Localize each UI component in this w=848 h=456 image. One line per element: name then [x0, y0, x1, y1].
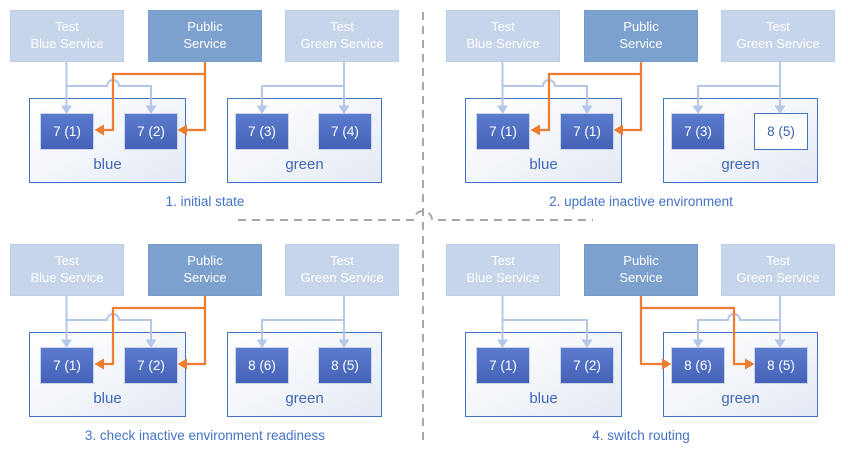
service-label-line1: Test: [55, 19, 79, 35]
test-green-service-box: Test Green Service: [285, 10, 399, 62]
environment-label: green: [285, 156, 324, 173]
test-green-service-box: Test Green Service: [721, 10, 835, 62]
service-label-line2: Service: [183, 36, 227, 51]
pod-box: 8 (6): [235, 347, 289, 384]
environment-label: blue: [93, 390, 122, 407]
environment-label: green: [285, 390, 324, 407]
pod-box: 7 (1): [560, 113, 614, 150]
arrow-line: [186, 296, 207, 366]
pod-box: 7 (3): [671, 113, 725, 150]
test-blue-service-box: Test Blue Service: [446, 244, 560, 296]
pod-box: 7 (1): [40, 347, 94, 384]
pod-box: 8 (5): [318, 347, 372, 384]
service-label-line1: Test: [766, 19, 790, 35]
service-label-line1: Test: [330, 19, 354, 35]
environment-label: blue: [529, 156, 558, 173]
service-label-line2: Blue Service: [466, 270, 540, 285]
pod-box: 7 (3): [235, 113, 289, 150]
service-label-line2: Service: [619, 36, 663, 51]
service-label-line2: Green Service: [736, 36, 820, 51]
service-label-line1: Public: [187, 19, 223, 35]
public-service-box: Public Service: [584, 10, 698, 62]
arrow-line: [186, 62, 207, 132]
quadrant-2: Test Blue Service Public Service Test Gr…: [446, 10, 842, 222]
service-label-line2: Green Service: [300, 270, 384, 285]
step-caption: 3. check inactive environment readiness: [84, 428, 326, 443]
service-label-line1: Test: [55, 253, 79, 269]
environment-label: blue: [93, 156, 122, 173]
service-label-line2: Blue Service: [466, 36, 540, 51]
test-green-service-box: Test Green Service: [721, 244, 835, 296]
service-label-line2: Green Service: [300, 36, 384, 51]
pod-box: 7 (2): [560, 347, 614, 384]
quadrant-3: Test Blue Service Public Service Test Gr…: [10, 244, 406, 456]
service-label-line1: Public: [623, 253, 659, 269]
pod-box: 7 (1): [476, 113, 530, 150]
service-label-line1: Public: [187, 253, 223, 269]
service-label-line2: Green Service: [736, 270, 820, 285]
service-label-line2: Service: [183, 270, 227, 285]
step-caption: 4. switch routing: [592, 428, 690, 443]
pod-box: 7 (2): [124, 347, 178, 384]
public-service-box: Public Service: [148, 10, 262, 62]
step-caption: 1. initial state: [165, 194, 245, 209]
pod-box: 8 (5): [754, 347, 808, 384]
service-label-line2: Blue Service: [30, 36, 104, 51]
test-blue-service-box: Test Blue Service: [10, 244, 124, 296]
arrow-line: [622, 62, 643, 132]
quadrant-1: Test Blue Service Public Service Test Gr…: [10, 10, 406, 222]
service-label-line1: Test: [491, 253, 515, 269]
pod-box: 7 (1): [476, 347, 530, 384]
pod-box: 7 (2): [124, 113, 178, 150]
test-green-service-box: Test Green Service: [285, 244, 399, 296]
public-service-box: Public Service: [584, 244, 698, 296]
service-label-line1: Public: [623, 19, 659, 35]
environment-label: green: [721, 156, 760, 173]
service-label-line2: Service: [619, 270, 663, 285]
public-service-box: Public Service: [148, 244, 262, 296]
environment-label: blue: [529, 390, 558, 407]
service-label-line1: Test: [766, 253, 790, 269]
pod-box: 8 (6): [671, 347, 725, 384]
arrow-line: [639, 296, 663, 366]
service-label-line1: Test: [330, 253, 354, 269]
service-label-line2: Blue Service: [30, 270, 104, 285]
pod-box: 7 (4): [318, 113, 372, 150]
pod-box: 7 (1): [40, 113, 94, 150]
test-blue-service-box: Test Blue Service: [446, 10, 560, 62]
service-label-line1: Test: [491, 19, 515, 35]
step-caption: 2. update inactive environment: [549, 194, 733, 209]
pod-box: 8 (5): [754, 113, 808, 150]
environment-label: green: [721, 390, 760, 407]
quadrant-4: Test Blue Service Public Service Test Gr…: [446, 244, 842, 456]
test-blue-service-box: Test Blue Service: [10, 10, 124, 62]
